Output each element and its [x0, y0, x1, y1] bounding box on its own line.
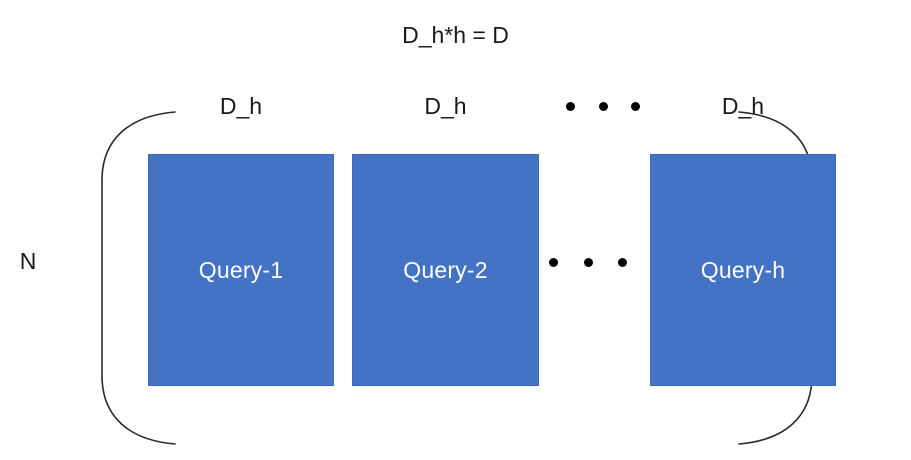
dot-icon — [598, 101, 608, 111]
column-dimension-label-2: D_h — [424, 93, 467, 119]
dot-icon — [583, 257, 593, 267]
dot-icon — [566, 101, 575, 111]
dot-icon — [631, 101, 640, 111]
query-block-label-2: Query-2 — [403, 256, 488, 283]
query-block-label-3: Query-h — [700, 256, 786, 283]
middle-ellipsis — [549, 257, 627, 267]
query-block-3: Query-h — [650, 154, 836, 386]
column-dimension-label-1: D_h — [219, 93, 263, 119]
row-dimension-label-n: N — [19, 248, 37, 274]
query-block-label-1: Query-1 — [198, 256, 284, 283]
column-dimension-label-3: D_h — [721, 93, 765, 119]
query-block-2: Query-2 — [352, 154, 539, 386]
dot-icon — [549, 257, 558, 267]
dot-icon — [618, 257, 627, 267]
diagram-title: D_h*h = D — [402, 22, 509, 48]
top-ellipsis — [566, 101, 640, 111]
query-block-1: Query-1 — [148, 154, 334, 386]
